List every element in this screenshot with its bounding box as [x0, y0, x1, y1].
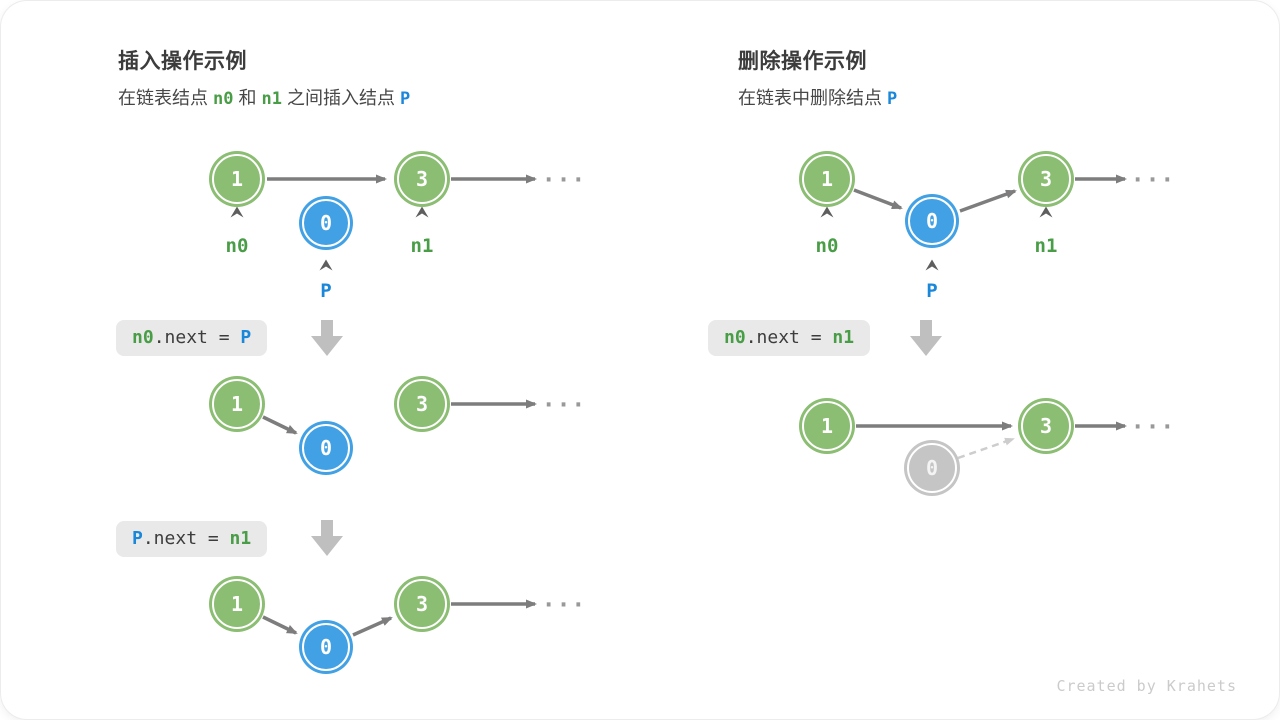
- node-removed-0: 0: [907, 443, 957, 493]
- arrow-n0-p: [262, 415, 298, 435]
- arrow-p-n1: [352, 616, 393, 637]
- node-3: 3: [397, 154, 447, 204]
- ellipsis: ...: [1130, 161, 1176, 188]
- text-token: P: [887, 89, 898, 109]
- node-1: 1: [212, 154, 262, 204]
- node-3: 3: [397, 579, 447, 629]
- dashed-arrow-removed-p: [957, 437, 1015, 460]
- node-1: 1: [212, 579, 262, 629]
- step-down-arrow-icon: [311, 520, 343, 556]
- insert-panel-title: 插入操作示例: [118, 50, 247, 73]
- node-p-0: 0: [302, 199, 350, 247]
- node-1: 1: [212, 379, 262, 429]
- step-down-arrow-icon: [910, 320, 942, 356]
- caret-n0-del-icon: [820, 206, 834, 218]
- text-token: P: [240, 327, 252, 348]
- arrow-n0-p-2: [262, 615, 298, 635]
- ellipsis: ...: [1130, 408, 1176, 435]
- caret-p-icon: [319, 259, 333, 271]
- text-token: n0: [724, 327, 746, 348]
- text-token: n1: [229, 528, 252, 549]
- caret-n0-icon: [230, 206, 244, 218]
- text-token: P: [132, 528, 143, 549]
- node-3: 3: [1021, 154, 1071, 204]
- pointer-label-n0: n0: [815, 235, 839, 257]
- delete-panel-title: 删除操作示例: [738, 50, 867, 73]
- text-token: .next =: [142, 528, 230, 549]
- node-p-0: 0: [302, 424, 350, 472]
- caret-n1-icon: [415, 206, 429, 218]
- text-token: n0: [132, 327, 154, 348]
- text-token: .next =: [153, 327, 241, 348]
- step-down-arrow-icon: [311, 320, 343, 356]
- arrow-p-n1-del: [959, 189, 1017, 213]
- footer-credit: Created by Krahets: [1056, 677, 1237, 695]
- ellipsis: ...: [541, 586, 587, 613]
- node-p-0: 0: [302, 623, 350, 671]
- pointer-label-p: P: [320, 280, 332, 302]
- pointer-label-n0: n0: [225, 235, 249, 257]
- code-chip-delete-step1: n0.next = n1: [708, 320, 871, 356]
- text-token: P: [399, 89, 411, 109]
- node-1: 1: [802, 154, 852, 204]
- node-3: 3: [397, 379, 447, 429]
- ellipsis: ...: [541, 386, 587, 413]
- code-chip-insert-step1: n0.next = P: [116, 320, 268, 356]
- pointer-label-n1: n1: [1034, 235, 1058, 257]
- text-token: n1: [832, 327, 855, 348]
- text-token: .next =: [745, 327, 833, 348]
- caret-p-del-icon: [925, 259, 939, 271]
- node-3: 3: [1021, 401, 1071, 451]
- pointer-label-p: P: [926, 280, 938, 302]
- node-p-0: 0: [908, 197, 956, 245]
- ellipsis: ...: [541, 161, 587, 188]
- text-token: 在链表结点: [118, 88, 208, 108]
- caret-n1-del-icon: [1039, 206, 1053, 218]
- arrow-n0-p-del: [853, 188, 903, 210]
- text-token: 和: [238, 88, 257, 108]
- pointer-label-n1: n1: [410, 235, 434, 257]
- code-chip-insert-step2: P.next = n1: [116, 521, 268, 557]
- node-1: 1: [802, 401, 852, 451]
- text-token: 之间插入结点: [286, 88, 395, 108]
- text-token: n0: [213, 89, 234, 109]
- text-token: 在链表中删除结点: [738, 88, 882, 108]
- text-token: n1: [261, 89, 282, 109]
